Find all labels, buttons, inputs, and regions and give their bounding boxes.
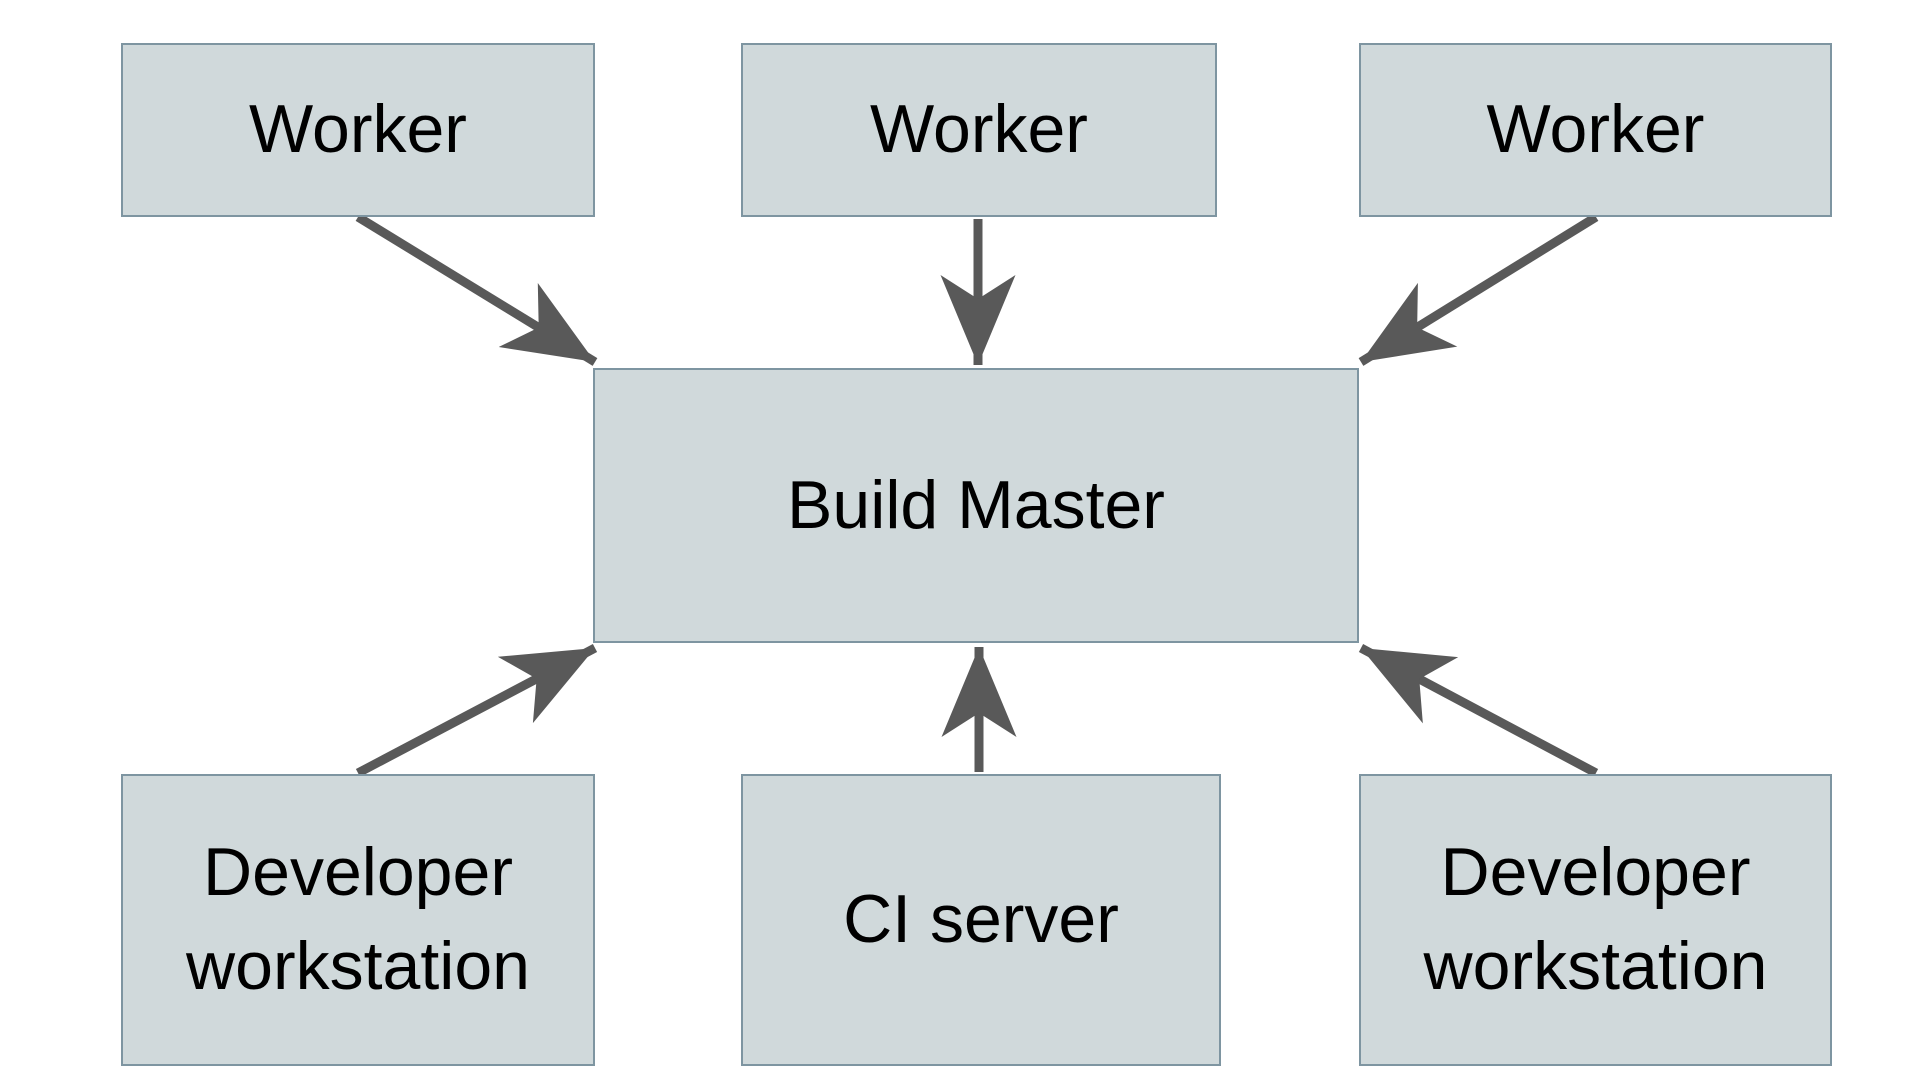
node-developer-workstation-right-label: Developer workstation bbox=[1423, 834, 1768, 1004]
node-developer-workstation-left: Developer workstation bbox=[121, 774, 595, 1066]
node-worker-1-label: Worker bbox=[249, 91, 467, 168]
node-developer-workstation-right: Developer workstation bbox=[1359, 774, 1832, 1066]
arrow-worker3-to-buildmaster bbox=[1358, 213, 1599, 366]
arrow-devleft-to-buildmaster bbox=[355, 644, 598, 777]
node-worker-2: Worker bbox=[741, 43, 1217, 217]
node-worker-1: Worker bbox=[121, 43, 595, 217]
node-ci-server-label: CI server bbox=[843, 881, 1119, 958]
arrow-worker1-to-buildmaster bbox=[355, 213, 598, 366]
node-build-master: Build Master bbox=[593, 368, 1359, 643]
node-worker-3: Worker bbox=[1359, 43, 1832, 217]
node-build-master-label: Build Master bbox=[787, 466, 1165, 543]
node-developer-workstation-left-label: Developer workstation bbox=[186, 834, 530, 1004]
arrow-devright-to-buildmaster bbox=[1358, 644, 1599, 777]
node-worker-3-label: Worker bbox=[1486, 91, 1705, 168]
node-ci-server: CI server bbox=[741, 774, 1221, 1066]
node-worker-2-label: Worker bbox=[870, 91, 1088, 168]
